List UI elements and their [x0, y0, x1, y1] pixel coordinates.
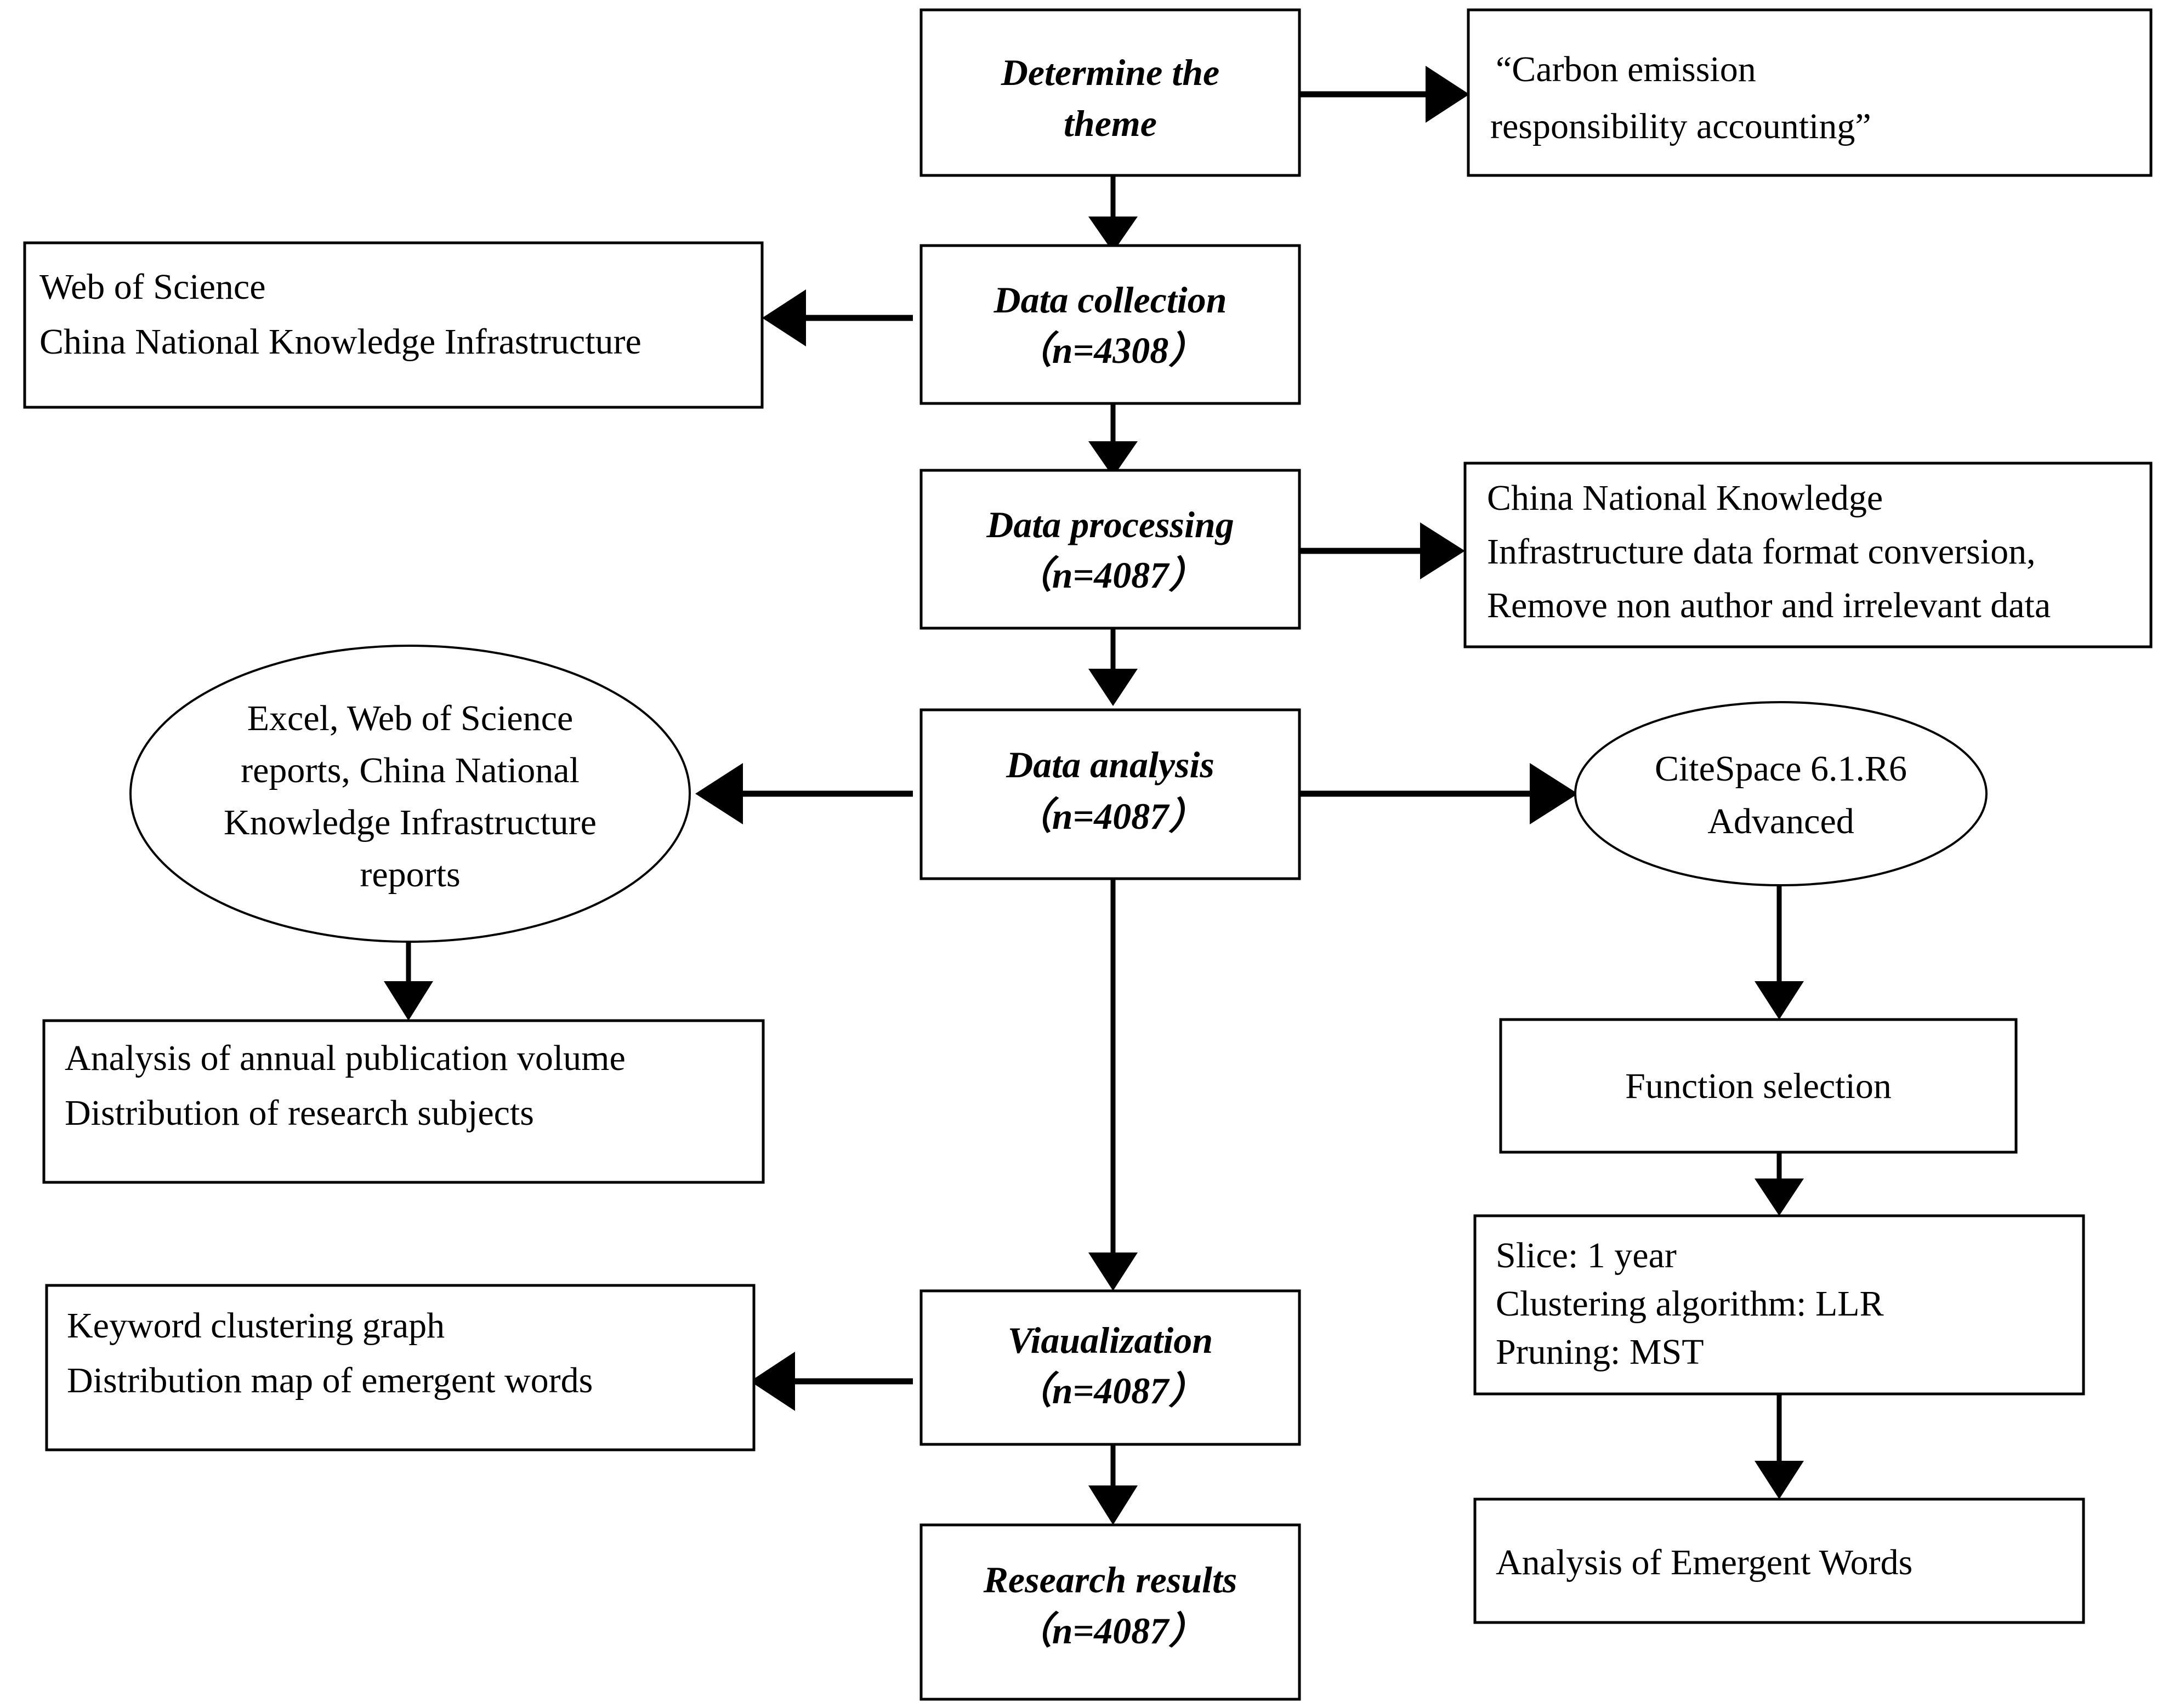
- node-emergent-words[interactable]: Analysis of Emergent Words: [1473, 1498, 2085, 1624]
- node-excel-tools-line4: reports: [360, 855, 460, 895]
- node-excel-tools-line1: Excel, Web of Science: [247, 698, 574, 738]
- node-data-processing-line1: Data processing: [986, 504, 1234, 545]
- node-data-analysis-line2: （n=4087）: [1015, 795, 1206, 837]
- node-parameters-line1: Slice: 1 year: [1496, 1236, 1677, 1276]
- node-data-analysis-line1: Data analysis: [1006, 744, 1214, 785]
- node-theme-value-line1: “Carbon emission: [1496, 49, 1756, 89]
- edge-visualization-to-research-results: [1088, 1442, 1138, 1525]
- node-citespace-line2: Advanced: [1707, 801, 1854, 841]
- edge-data-analysis-to-visualization: [1088, 878, 1138, 1291]
- node-determine-theme[interactable]: Determine the theme: [919, 8, 1301, 177]
- node-research-results[interactable]: Research results （n=4087）: [919, 1523, 1301, 1701]
- node-keyword-outputs-line2: Distribution map of emergent words: [67, 1360, 593, 1400]
- node-visualization[interactable]: Viaualization （n=4087）: [919, 1289, 1301, 1446]
- edge-citespace-to-function-selection: [1755, 884, 1804, 1020]
- node-data-processing-line2: （n=4087）: [1015, 554, 1206, 596]
- node-keyword-outputs[interactable]: Keyword clustering graph Distribution ma…: [45, 1284, 756, 1451]
- node-databases[interactable]: Web of Science China National Knowledge …: [23, 241, 764, 409]
- node-data-collection-line1: Data collection: [993, 279, 1227, 321]
- node-processing-detail-line3: Remove non author and irrelevant data: [1487, 585, 2051, 625]
- edge-determine-theme-to-data-collection: [1088, 175, 1138, 252]
- node-research-results-line2: （n=4087）: [1015, 1610, 1206, 1652]
- edge-parameters-to-emergent-words: [1755, 1392, 1804, 1499]
- node-processing-detail-line2: Infrastructure data format conversion,: [1487, 532, 2036, 572]
- node-databases-line2: China National Knowledge Infrastructure: [39, 322, 641, 362]
- node-processing-detail-line1: China National Knowledge: [1487, 478, 1883, 518]
- node-function-selection[interactable]: Function selection: [1499, 1018, 2018, 1154]
- node-research-results-line1: Research results: [983, 1559, 1237, 1601]
- node-function-selection-line1: Function selection: [1625, 1066, 1892, 1106]
- edge-data-collection-to-databases: [762, 289, 913, 346]
- node-data-collection[interactable]: Data collection （n=4308）: [919, 244, 1301, 405]
- node-data-collection-line2: （n=4308）: [1015, 329, 1206, 371]
- node-parameters-line3: Pruning: MST: [1496, 1332, 1704, 1372]
- node-annual-analysis-line2: Distribution of research subjects: [65, 1093, 534, 1133]
- edge-determine-theme-to-theme-value: [1299, 66, 1469, 123]
- node-data-analysis[interactable]: Data analysis （n=4087）: [919, 708, 1301, 880]
- node-visualization-line1: Viaualization: [1008, 1319, 1213, 1361]
- edge-visualization-to-keyword-outputs: [750, 1352, 913, 1411]
- node-processing-detail[interactable]: China National Knowledge Infrastructure …: [1463, 462, 2153, 648]
- node-theme-value[interactable]: “Carbon emission responsibility accounti…: [1467, 8, 2153, 177]
- node-determine-theme-line1: Determine the: [1001, 52, 1220, 93]
- node-citespace[interactable]: CiteSpace 6.1.R6 Advanced: [1574, 701, 1988, 886]
- node-theme-value-line2: responsibility accounting”: [1490, 106, 1871, 146]
- node-excel-tools-line2: reports, China National: [241, 750, 580, 790]
- node-data-processing[interactable]: Data processing （n=4087）: [919, 469, 1301, 630]
- node-annual-analysis-line1: Analysis of annual publication volume: [65, 1038, 626, 1078]
- node-excel-tools[interactable]: Excel, Web of Science reports, China Nat…: [129, 645, 691, 943]
- node-parameters[interactable]: Slice: 1 year Clustering algorithm: LLR …: [1473, 1214, 2085, 1396]
- edge-data-analysis-to-excel-tools: [695, 763, 913, 824]
- node-keyword-outputs-line1: Keyword clustering graph: [67, 1306, 445, 1346]
- node-excel-tools-line3: Knowledge Infrastructure: [224, 802, 597, 842]
- node-databases-line1: Web of Science: [39, 267, 266, 307]
- node-visualization-line2: （n=4087）: [1015, 1370, 1206, 1411]
- node-citespace-line1: CiteSpace 6.1.R6: [1655, 749, 1907, 789]
- node-emergent-words-line1: Analysis of Emergent Words: [1496, 1542, 1912, 1582]
- node-determine-theme-line2: theme: [1064, 103, 1157, 144]
- edge-data-processing-to-data-analysis: [1088, 628, 1138, 706]
- edge-data-analysis-to-citespace: [1299, 763, 1578, 824]
- node-annual-analysis[interactable]: Analysis of annual publication volume Di…: [42, 1019, 765, 1184]
- edge-data-processing-to-processing-detail: [1299, 522, 1465, 579]
- edge-data-collection-to-data-processing: [1088, 403, 1138, 477]
- node-parameters-line2: Clustering algorithm: LLR: [1496, 1284, 1884, 1324]
